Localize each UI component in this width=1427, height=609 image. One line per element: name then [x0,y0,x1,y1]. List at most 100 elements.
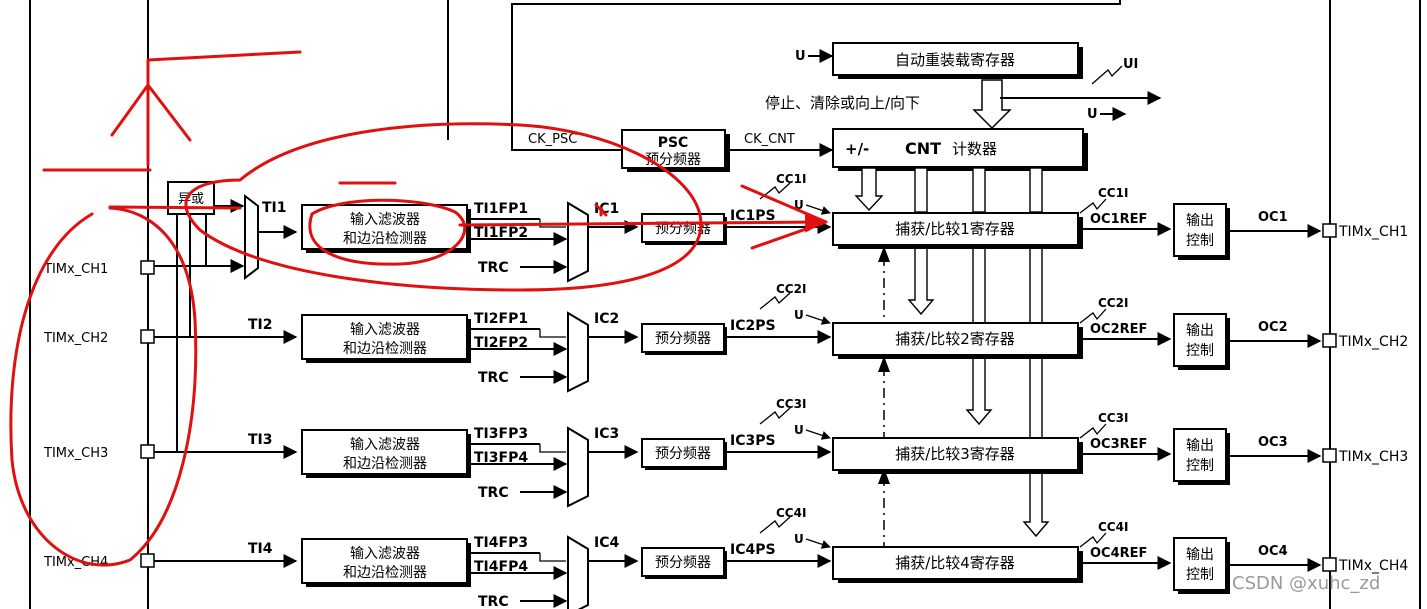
cci-out-zigzag-ch2 [1079,308,1107,324]
u-label-ch2: U [794,308,804,322]
capcomp-label-ch2: 捕获/比较2寄存器 [895,330,1015,348]
u-label-ch4: U [794,532,804,546]
input-pin-ch3 [140,444,155,459]
ui-label: UI [1123,57,1138,72]
icps-label-ch1: IC1PS [730,208,776,224]
prescaler-label-ch4: 预分频器 [655,555,711,571]
capcomp-register-ch4 [832,546,1079,580]
output-pin-ch2 [1322,333,1337,348]
ocref-label-ch1: OC1REF [1090,212,1147,227]
prescaler-block-ch3 [641,438,725,468]
icps-label-ch2: IC2PS [730,318,776,334]
cnt-prefix: +/- [845,140,869,158]
prescaler-label-ch2: 预分频器 [655,331,711,347]
red-long-arrow [458,211,827,233]
output-ctrl-line2-ch3: 控制 [1186,458,1214,474]
capcomp-label-ch4: 捕获/比较4寄存器 [895,554,1015,572]
prescaler-label-ch3: 预分频器 [655,446,711,462]
output-ctrl-line2-ch1: 控制 [1186,233,1214,249]
trc-label-ch3: TRC [478,485,509,501]
psc-title: PSC [658,135,689,151]
fp-a-label-ch2: TI2FP1 [474,311,528,327]
capcomp-label-ch3: 捕获/比较3寄存器 [895,445,1015,463]
auto-reload-label: 自动重装载寄存器 [895,51,1015,69]
red-annotations [9,50,828,567]
fp-a-label-ch3: TI3FP3 [474,426,528,442]
fp-b-label-ch1: TI1FP2 [474,225,528,241]
fp-b-label-ch3: TI3FP4 [474,450,528,466]
compare-dashdot-arrow-1 [878,246,890,262]
red-up-arrow [110,83,192,142]
cnt-label: CNT [905,139,941,158]
output-ctrl-line1-ch4: 输出 [1186,547,1214,563]
cnt-bus-2 [972,167,986,213]
icps-label-ch4: IC4PS [730,542,776,558]
output-ctrl-line1-ch3: 输出 [1186,438,1214,454]
output-control-ch3 [1173,428,1227,482]
cnt-bus-1 [914,167,928,213]
auto-reload-register: 自动重装载寄存器 [832,42,1083,79]
input-pin-ch2 [140,329,155,344]
cci-out-zigzag-ch4 [1079,532,1107,548]
ic-mux-ch1 [567,201,589,283]
filter-line1-ch1: 输入滤波器 [350,212,420,228]
ti-label-ch2: TI2 [248,317,273,333]
input-pin-label-ch4: TIMx_CH4 [43,555,108,570]
red-loop-ch1 [184,122,703,292]
cnt-bus-3 [1029,167,1043,213]
cnt-to-cc4-arrow [1022,243,1050,538]
ic-label-ch4: IC4 [594,535,619,551]
trc-label-ch4: TRC [478,594,509,609]
red-circle-filter [308,198,467,266]
output-control-ch4 [1173,537,1227,591]
input-pin-label-ch1: TIMx_CH1 [43,262,108,277]
filter-line2-ch2: 和边沿检测器 [343,341,427,357]
capcomp-label-ch1: 捕获/比较1寄存器 [895,220,1015,238]
fp-a-label-ch4: TI4FP3 [474,535,528,551]
oc-label-ch1: OC1 [1258,210,1288,225]
stop-clear-label: 停止、清除或向上/向下 [765,94,920,112]
output-pin-label-ch3: TIMx_CH3 [1338,449,1408,465]
cci-zigzag-ch4 [759,516,791,534]
cnt-to-cc2-arrow [907,243,935,316]
input-pin-ch4 [140,553,155,568]
output-control-ch1 [1173,203,1227,257]
ti-label-ch3: TI3 [248,432,273,448]
ui-zigzag [1091,65,1123,85]
filter-line2-ch4: 和边沿检测器 [343,565,427,581]
filter-line1-ch3: 输入滤波器 [350,437,420,453]
channel-rows: TIMx_CH1TI1输入滤波器和边沿检测器TI1FP1TI1FP2TRCIC1… [43,172,1408,609]
cci-zigzag-ch1 [759,182,791,200]
input-pin-ch1 [140,260,155,275]
fp-cross-ch1 [539,219,566,228]
cci-label-ch1: CC1I [776,172,806,186]
output-pin-label-ch2: TIMx_CH2 [1338,334,1408,350]
cci-out-label-ch2: CC2I [1098,296,1128,310]
u-arrow-ch3 [805,429,831,440]
output-pin-label-ch4: TIMx_CH4 [1338,558,1408,574]
fp-b-label-ch4: TI4FP4 [474,559,528,575]
cci-zigzag-ch3 [759,407,791,425]
trc-label-ch2: TRC [478,370,509,386]
fp-a-label-ch1: TI1FP1 [474,201,528,217]
fp-cross-ch2 [539,329,566,338]
output-pin-ch3 [1322,448,1337,463]
psc-subtitle: 预分频器 [645,152,701,168]
u-label-out: U [1087,107,1098,122]
ti-label-ch1: TI1 [262,200,287,216]
cci-zigzag-ch2 [759,292,791,310]
ocref-label-ch2: OC2REF [1090,322,1147,337]
reload-to-cnt-arrow [972,79,1012,130]
oc-label-ch3: OC3 [1258,435,1288,450]
oc-label-ch2: OC2 [1258,320,1288,335]
u-label-ch1: U [794,198,804,212]
input-pin-label-ch3: TIMx_CH3 [43,446,108,461]
output-control-ch2 [1173,313,1227,367]
output-pin-ch1 [1322,223,1337,238]
u-arrow-ch1 [805,204,831,215]
filter-block-ch4 [301,538,468,584]
output-ctrl-line1-ch2: 输出 [1186,323,1214,339]
ic-label-ch3: IC3 [594,426,619,442]
filter-line1-ch4: 输入滤波器 [350,546,420,562]
output-ctrl-line2-ch4: 控制 [1186,567,1214,583]
